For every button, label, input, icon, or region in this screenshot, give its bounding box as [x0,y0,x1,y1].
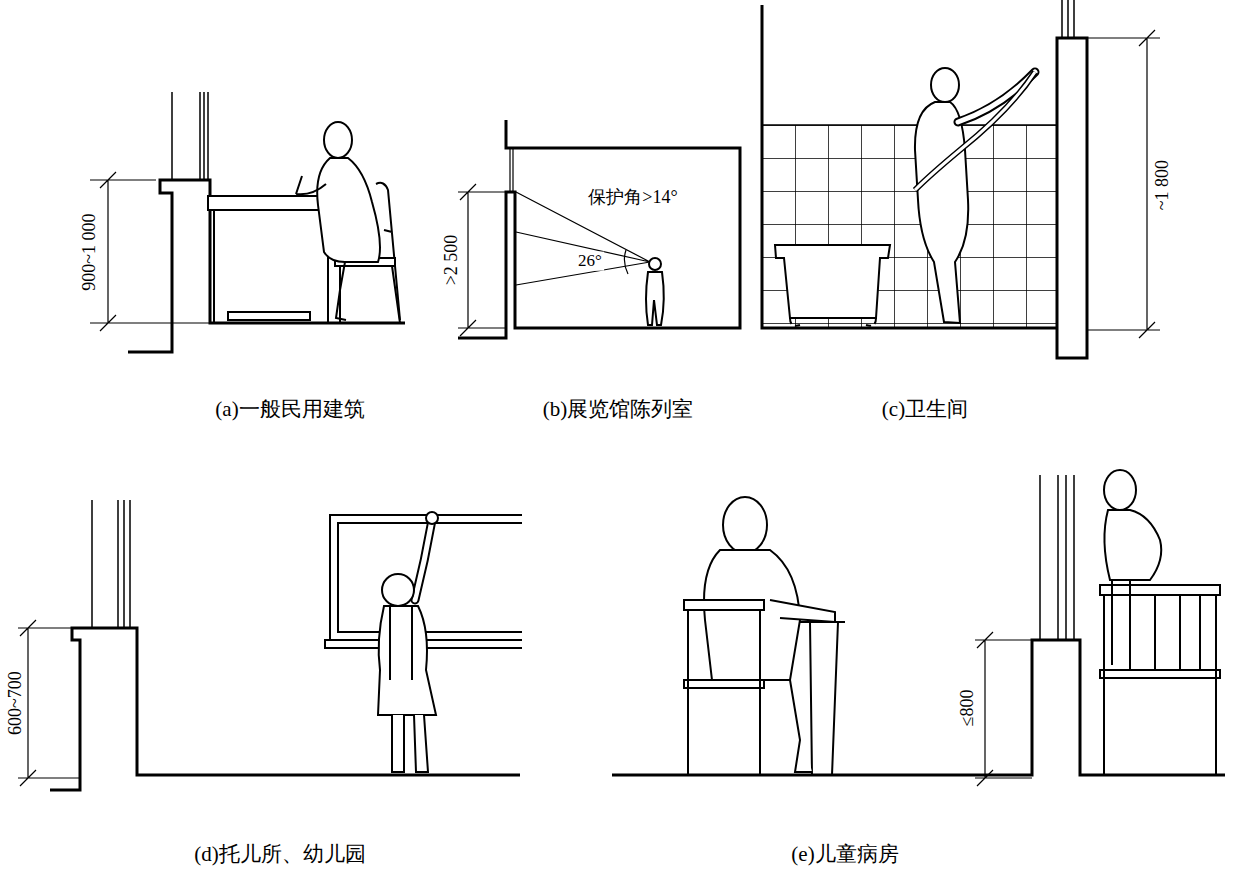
panel-caption: (e)儿童病房 [789,843,900,866]
panel-caption: (d)托儿所、幼儿园 [192,843,368,866]
panel-c [762,0,1160,358]
panel-e [612,470,1225,786]
dimension-label: ~1 800 [1153,158,1173,212]
angle-label: 26° [576,252,604,271]
panel-caption: (b)展览馆陈列室 [541,398,696,421]
panel-caption: (c)卫生间 [880,398,970,421]
dimension-label: 900~1 000 [80,211,100,292]
panel-d [18,500,522,790]
panel-a [90,92,405,352]
panel-caption: (a)一般民用建筑 [213,398,366,421]
dimension-label: 600~700 [6,669,26,737]
dimension-label: >2 500 [442,233,462,288]
panel-b [458,120,740,338]
dimension-label: ≤800 [958,688,978,729]
angle-label: 保护角>14° [586,188,679,208]
